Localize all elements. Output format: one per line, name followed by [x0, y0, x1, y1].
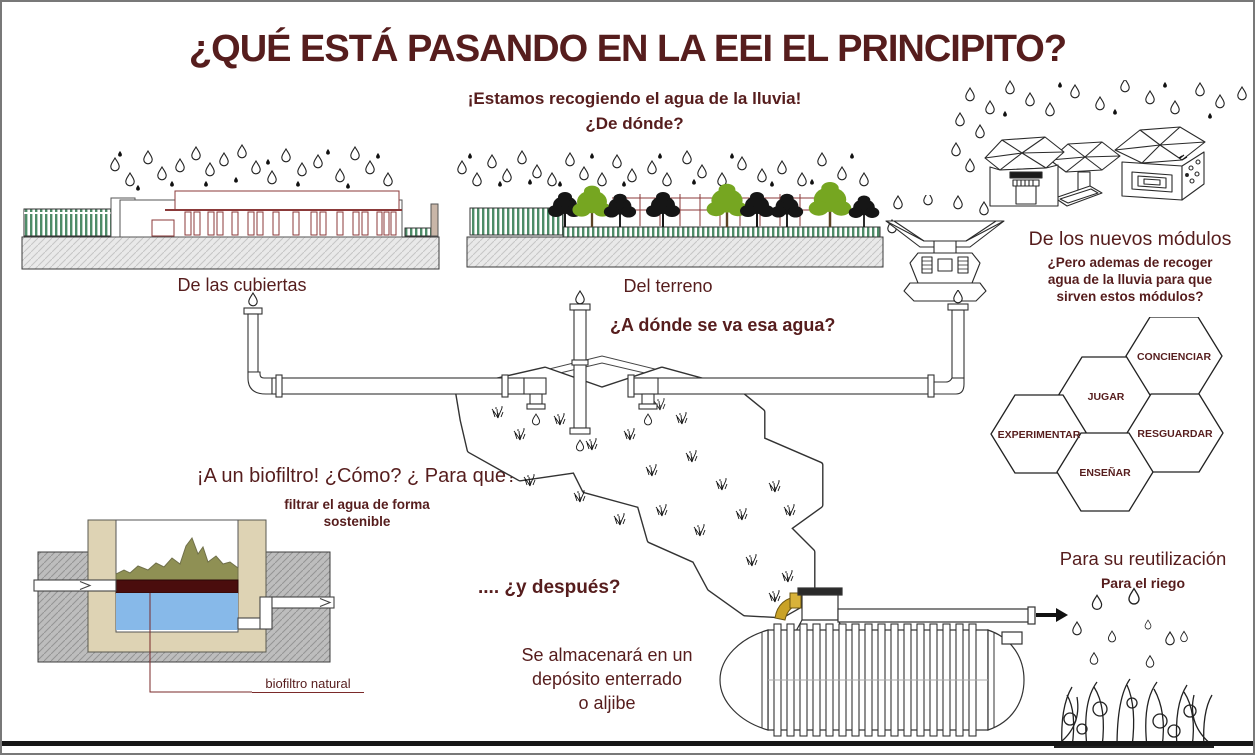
ground-slab [466, 236, 884, 268]
pipes-and-basin [243, 290, 969, 619]
irrigation-drops-and-grass [1054, 587, 1214, 748]
hexagon-label-ensenar: ENSEÑAR [1079, 466, 1131, 479]
rain-drops [110, 144, 393, 187]
green-fence [469, 207, 564, 236]
storage-text: Se almacenará en un depósito enterrado o… [521, 645, 693, 713]
terrain-elevation [457, 150, 884, 268]
gold-elbow [774, 592, 802, 621]
reuse-heading: Para su reutilización [1059, 548, 1227, 569]
intro-line-1: ¡Estamos recogiendo el agua de la lluvia… [467, 89, 802, 108]
new-modules-isometric [951, 80, 1247, 207]
grass-clump [1054, 678, 1214, 748]
hexagon-ensenar [1056, 432, 1154, 512]
hexagon-label-experimentar: EXPERIMENTAR [998, 429, 1081, 441]
flow-arrow [1036, 608, 1068, 622]
module-middle [1049, 141, 1121, 207]
reuse-sub: Para el riego [1100, 575, 1186, 591]
biofilter-caption: biofiltro natural [252, 676, 364, 693]
hexagon-label-jugar: JUGAR [1088, 391, 1125, 403]
right-post [430, 203, 439, 237]
module-right [1114, 126, 1206, 201]
hexagon-label-resguardar: RESGUARDAR [1137, 428, 1213, 440]
pipe-network [243, 303, 969, 435]
question-after: .... ¿y después? [478, 577, 621, 598]
module-purposes-hexagons: JUGAR CONCIENCIAR EXPERIMENTAR RESGUARDA… [990, 317, 1224, 512]
rain-drops [1072, 587, 1188, 668]
label-modulos-question: ¿Pero ademas de recoger agua de la lluvi… [1047, 255, 1213, 304]
module-left [984, 136, 1065, 207]
water-layer [116, 593, 238, 630]
soil-plant-layer [115, 536, 239, 581]
rain-collector-funnel [885, 195, 1005, 302]
bottom-border-rule [2, 741, 1253, 746]
question-where: ¿A dónde se va esa agua? [610, 315, 836, 335]
green-hedge [562, 226, 881, 238]
trees [547, 180, 881, 229]
biofilter-sub: filtrar el agua de forma sostenible [284, 497, 430, 529]
filter-media-layer [115, 579, 239, 594]
rain-drops [457, 150, 869, 187]
ground-slab [21, 236, 440, 270]
label-terreno: Del terreno [623, 276, 713, 296]
underground-tank [719, 587, 1068, 737]
roof-band [174, 190, 400, 211]
outlet-pipe [237, 596, 335, 630]
intro-line-2: ¿De dónde? [585, 114, 684, 133]
building-columns [184, 211, 397, 236]
zigzag-basin [454, 366, 824, 619]
label-modulos-heading: De los nuevos módulos [1028, 228, 1232, 250]
hexagon-label-concienciar: CONCIENCIAR [1137, 351, 1212, 363]
label-cubiertas: De las cubiertas [177, 275, 307, 295]
school-building-elevation [21, 144, 440, 270]
inlet-pipe [33, 579, 117, 592]
building-door [151, 219, 175, 237]
biofilter-heading: ¡A un biofiltro! ¿Cómo? ¿ Para qué? [196, 465, 518, 487]
outlet-pipe [837, 606, 1036, 625]
caption-leader-line [149, 593, 252, 693]
biofilter-cross-section [33, 519, 335, 693]
page-title: ¿QUÉ ESTÁ PASANDO EN LA EEI EL PRINCIPIT… [188, 28, 1067, 70]
